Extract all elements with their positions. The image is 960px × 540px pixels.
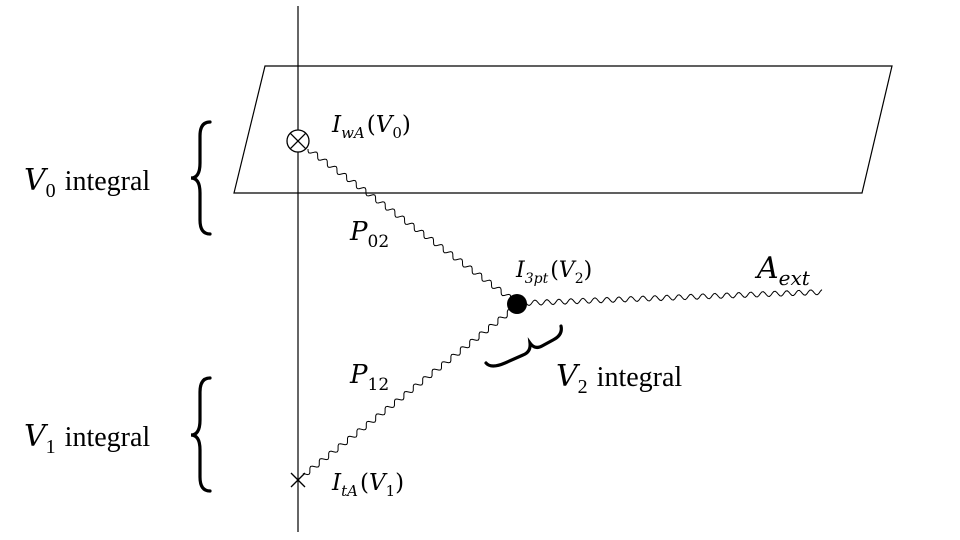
vertex-v2-dot-icon (507, 294, 527, 314)
vertex-v0-otimes-icon (286, 129, 310, 153)
vertex-v2-label: I3pt(V2) (515, 258, 592, 287)
brace-v0-integral-icon (190, 120, 212, 236)
propagator-p12-label: P12 (349, 360, 389, 395)
brace-v2-integral-icon (484, 324, 563, 368)
vertex-v1-cross-icon (290, 472, 306, 488)
vertex-v1-label: ItA(V1) (331, 470, 404, 500)
propagator-p02-line (307, 148, 512, 298)
propagator-p02-label: P02 (349, 217, 389, 252)
time-slice-plane (233, 65, 893, 194)
external-field-line (525, 289, 823, 307)
propagator-p12-line (302, 308, 513, 476)
brace-v1-integral-icon (190, 376, 212, 493)
vertex-v0-label: IwA(V0) (331, 112, 411, 142)
external-field-label: Aext (754, 251, 811, 290)
